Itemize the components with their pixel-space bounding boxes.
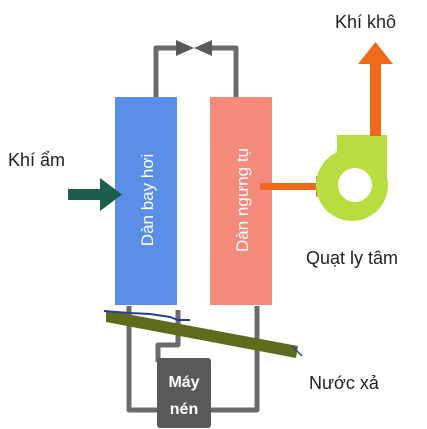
fan-label: Quạt ly tâm — [306, 248, 398, 268]
compressor-label-line2: nén — [170, 401, 198, 418]
drain-tray — [103, 310, 303, 358]
humid-air-label: Khí ẩm — [8, 150, 65, 170]
pipe-bottom-left — [126, 306, 160, 413]
humid-air-arrow — [68, 178, 122, 211]
water-line — [103, 310, 190, 321]
compressor — [157, 358, 211, 428]
compressor-label-line1: Máy — [168, 374, 199, 391]
condenser-coil — [210, 97, 272, 305]
fan-inlet-hole — [338, 168, 372, 202]
dry-air-arrow — [358, 42, 393, 136]
condenser-label: Dàn ngưng tụ — [233, 148, 252, 252]
evaporator-label: Dàn bay hơi — [138, 154, 157, 246]
centrifugal-fan — [316, 135, 388, 221]
pipe-bottom-right — [210, 306, 260, 413]
expansion-valve — [176, 40, 212, 56]
drain-water-label: Nước xả — [309, 373, 380, 393]
pipe-top-left — [153, 45, 178, 98]
evaporator-coil — [115, 97, 177, 305]
pipe-top-right — [210, 45, 239, 98]
pipe-bottom-mid — [155, 310, 181, 362]
dry-air-label: Khí khô — [335, 12, 396, 32]
